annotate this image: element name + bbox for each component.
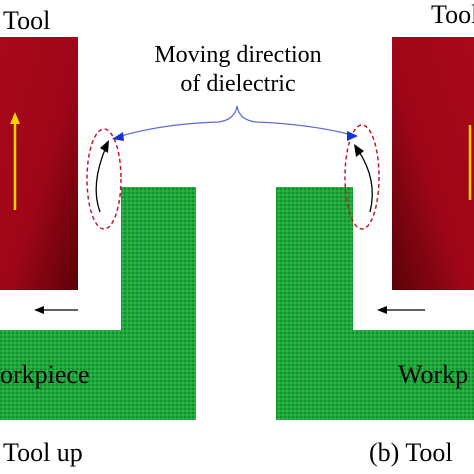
workpiece-right <box>276 187 474 420</box>
caption-right: (b) Tool <box>369 438 453 467</box>
tool-label-left: Tool <box>3 6 51 35</box>
annotation-line-1: Moving direction <box>154 42 322 68</box>
workpiece-label-left: orkpiece <box>0 360 90 389</box>
annotation-pointer <box>112 105 358 141</box>
flow-region-ellipse-right <box>344 124 380 230</box>
tool-direction-arrow-left <box>10 112 20 210</box>
workpiece-label-right: Workp <box>398 360 469 389</box>
annotation-line-2: of dielectric <box>180 71 296 97</box>
tool-label-right: Tool <box>431 0 474 29</box>
flow-region-ellipse-left <box>86 128 122 230</box>
gap-flow-arrow-right <box>377 306 425 314</box>
gap-flow-arrow-left <box>34 306 78 314</box>
tool-block-left <box>0 37 78 290</box>
tool-block-right <box>392 37 474 290</box>
curved-flow-arrow-right <box>354 144 373 213</box>
curved-flow-arrow-left <box>95 140 109 213</box>
workpiece-left <box>0 187 196 420</box>
caption-left: Tool up <box>3 438 83 467</box>
annotation-text: Moving direction of dielectric <box>128 41 348 99</box>
